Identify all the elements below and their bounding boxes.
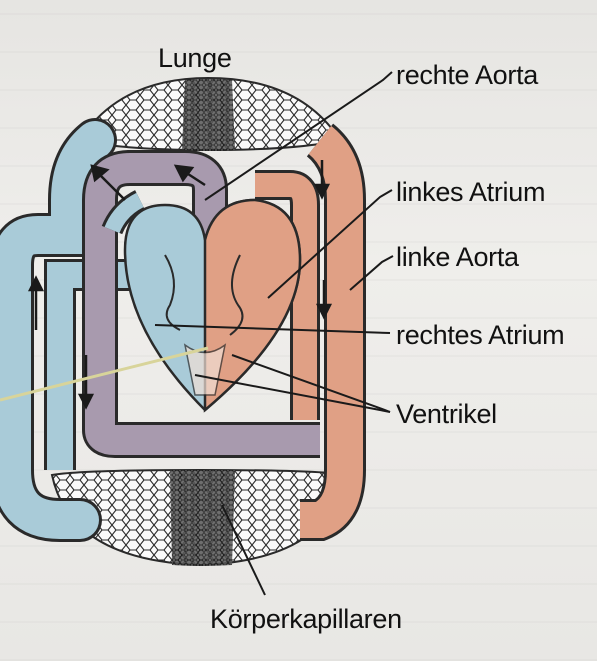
leader-rechtes-atrium bbox=[154, 324, 391, 334]
leader-linkes-atrium bbox=[267, 189, 393, 299]
leader-ventrikel-2 bbox=[194, 374, 391, 413]
arrow-right-aorta bbox=[173, 164, 206, 187]
leader-lines bbox=[0, 71, 394, 596]
leader-rechte-aorta bbox=[204, 71, 393, 201]
lung-capillaries bbox=[78, 76, 342, 152]
oxygenated-vessels bbox=[255, 123, 366, 541]
label-rechtes-atrium: rechtes Atrium bbox=[396, 320, 564, 350]
label-ventrikel: Ventrikel bbox=[396, 399, 497, 429]
arrow-lung-to-heart bbox=[313, 160, 331, 200]
label-koerperkapillaren: Körperkapillaren bbox=[210, 604, 402, 634]
label-linkes-atrium: linkes Atrium bbox=[396, 177, 545, 207]
deoxygenated-vessels bbox=[0, 118, 150, 542]
arrow-up-left-vessel bbox=[27, 275, 45, 330]
pointer-stick bbox=[0, 346, 209, 402]
arrow-into-lung bbox=[90, 164, 126, 201]
label-rechte-aorta: rechte Aorta bbox=[396, 60, 539, 90]
mixed-vessels bbox=[82, 150, 320, 458]
labels: Lunge rechte Aorta linkes Atrium linke A… bbox=[158, 43, 565, 634]
label-linke-aorta: linke Aorta bbox=[396, 242, 520, 272]
arrow-right-vessel-down bbox=[315, 280, 333, 320]
leader-linke-aorta bbox=[349, 255, 394, 291]
leader-koerperkapillaren bbox=[221, 504, 266, 596]
label-lunge: Lunge bbox=[158, 43, 232, 73]
